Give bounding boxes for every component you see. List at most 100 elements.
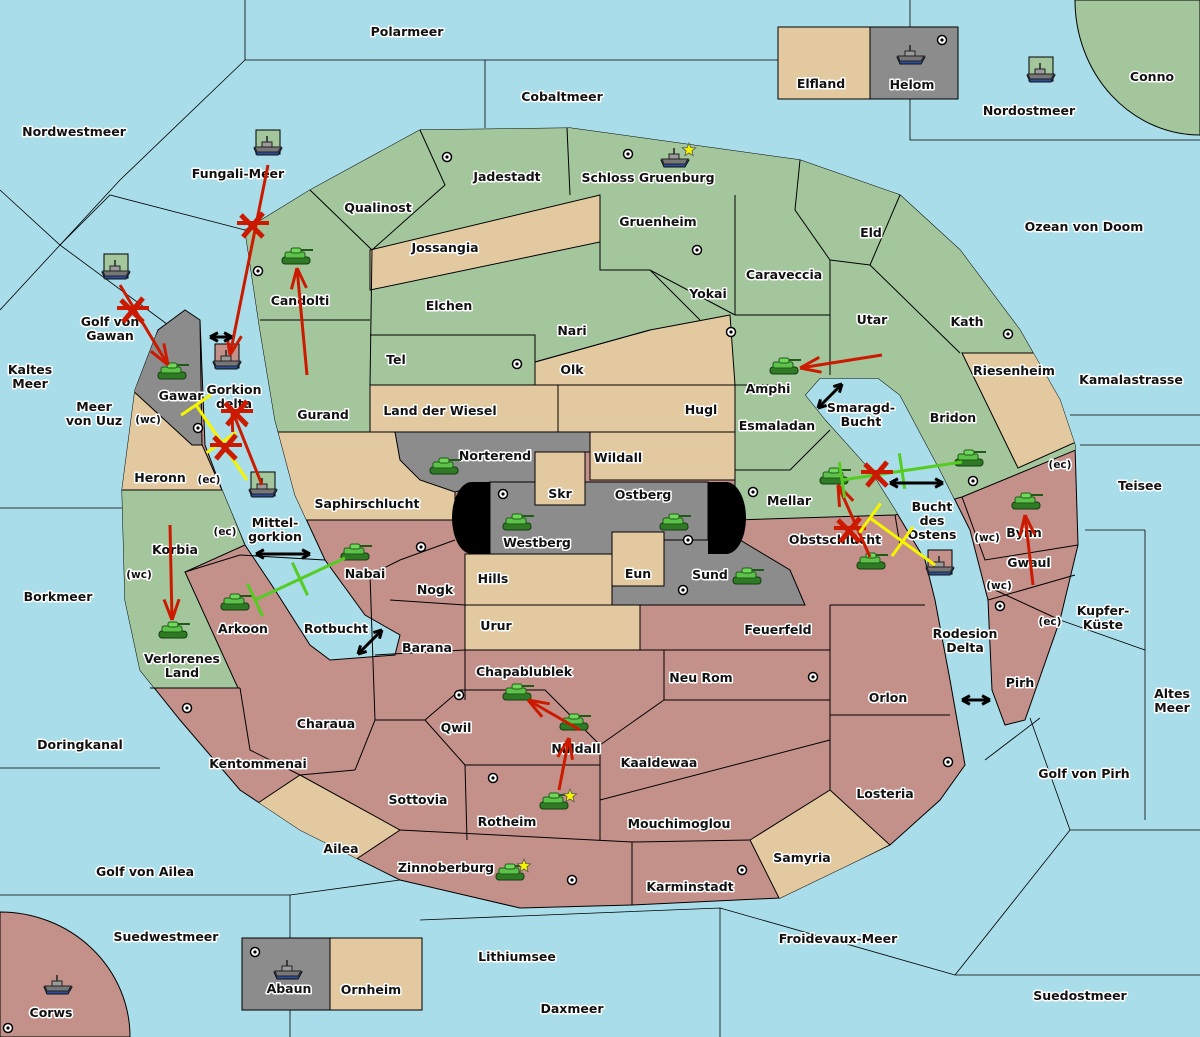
supply-center-icon	[747, 486, 759, 498]
ship-icon[interactable]	[212, 343, 242, 370]
region-corws[interactable]	[0, 911, 131, 1037]
supply-centers	[2, 34, 1014, 1034]
region-border	[374, 649, 466, 656]
region-label: Esmaladan	[739, 418, 815, 433]
tank-icon[interactable]	[769, 357, 801, 375]
region-label: Pirh	[1006, 675, 1035, 690]
coast-label: (ec)	[214, 526, 237, 538]
tank-icon[interactable]	[502, 513, 534, 531]
region-label: Borkmeer	[24, 589, 94, 604]
region-label: Daxmeer	[540, 1001, 604, 1016]
region-borders	[150, 127, 1079, 905]
region-label: Saphirschlucht	[315, 496, 420, 511]
tank-icon[interactable]	[819, 467, 851, 485]
region-shape[interactable]	[749, 789, 891, 901]
region-label: Westberg	[503, 535, 571, 550]
region-conno[interactable]	[1074, 0, 1200, 136]
tank-icon[interactable]	[281, 247, 313, 265]
ship-icon[interactable]	[253, 129, 283, 156]
sea-border	[1029, 717, 1071, 831]
convoy-arrow	[889, 477, 944, 489]
star-icon	[681, 141, 697, 157]
sea-border	[59, 194, 246, 246]
support-line	[246, 556, 346, 617]
failed-order-icon	[210, 433, 242, 461]
region-label: Skr	[548, 486, 572, 501]
order-arrow	[289, 267, 309, 376]
tank-icon[interactable]	[732, 567, 764, 585]
region-label: Rotbucht	[304, 621, 368, 636]
failed-order-icon	[237, 211, 269, 239]
ship-icon[interactable]	[660, 148, 690, 168]
region-label: Orlon	[869, 690, 908, 705]
region-border	[599, 739, 831, 801]
region-label: Mittel-gorkion	[248, 515, 302, 544]
tank-icon[interactable]	[954, 449, 986, 467]
region-label: Karminstadt	[646, 879, 733, 894]
region-shape[interactable]	[589, 431, 736, 481]
supply-center-icon	[249, 946, 261, 958]
region-label: Doringkanal	[37, 737, 123, 752]
region-shape[interactable]	[611, 531, 665, 587]
supply-center-icon	[511, 358, 523, 370]
tank-icon[interactable]	[340, 543, 372, 561]
ship-icon[interactable]	[273, 960, 303, 980]
supply-center-icon	[487, 772, 499, 784]
ship-icon[interactable]	[101, 253, 131, 280]
ship-icon[interactable]	[1026, 56, 1056, 83]
region-border	[794, 159, 831, 375]
ship-icon[interactable]	[896, 45, 926, 65]
ship-icon[interactable]	[43, 975, 73, 995]
tank-icon[interactable]	[502, 683, 534, 701]
region-label: Hills	[478, 571, 509, 586]
tank-icon[interactable]	[220, 593, 252, 611]
supply-center-icon	[2, 1022, 14, 1034]
region-label: Feuerfeld	[744, 622, 811, 637]
region-shape[interactable]	[534, 451, 586, 506]
region-label: Fungali-Meer	[192, 166, 285, 181]
tank-icon[interactable]	[1011, 492, 1043, 510]
region-label: Rotheim	[478, 814, 537, 829]
region-label: Urur	[480, 618, 512, 633]
region-border	[424, 689, 601, 840]
region-label: Mellar	[767, 493, 812, 508]
sea-border	[0, 0, 246, 246]
order-arrow	[556, 737, 574, 791]
order-arrow	[526, 698, 581, 732]
region-label: Kamalastrasse	[1079, 372, 1183, 387]
supply-center-icon	[441, 151, 453, 163]
convoy-arrow	[255, 548, 311, 560]
island-region[interactable]	[329, 937, 423, 1011]
supply-center-icon	[967, 475, 979, 487]
coast-label: (wc)	[126, 569, 152, 581]
tank-icon[interactable]	[429, 457, 461, 475]
region-label: Conno	[1130, 69, 1175, 84]
ship-icon[interactable]	[248, 471, 278, 498]
tank-icon[interactable]	[158, 621, 190, 639]
region-label: Samyria	[773, 850, 831, 865]
supply-center-icon	[736, 864, 748, 876]
region-label: Hugl	[685, 402, 718, 417]
region-label: Korbia	[152, 542, 198, 557]
region-border	[829, 259, 871, 266]
tank-icon[interactable]	[559, 713, 591, 731]
island-region[interactable]	[777, 26, 871, 100]
region-label: Elchen	[426, 298, 473, 313]
region-border	[994, 589, 1061, 621]
region-label: Schloss Gruenburg	[581, 170, 714, 185]
tank-icon[interactable]	[659, 513, 691, 531]
tank-icon[interactable]	[157, 362, 189, 380]
region-label: Eun	[625, 566, 651, 581]
units	[43, 45, 1056, 995]
supply-center-icon	[677, 584, 689, 596]
region-label: Yokai	[688, 286, 727, 301]
sea-border	[1059, 619, 1146, 651]
region-border	[370, 334, 536, 385]
region-label: Gruenheim	[619, 214, 696, 229]
region-label: Ostberg	[615, 487, 672, 502]
region-label: Bynn	[1006, 525, 1041, 540]
tank-icon[interactable]	[539, 792, 571, 810]
region-label: Nogk	[417, 582, 454, 597]
region-label: Wildall	[594, 450, 642, 465]
